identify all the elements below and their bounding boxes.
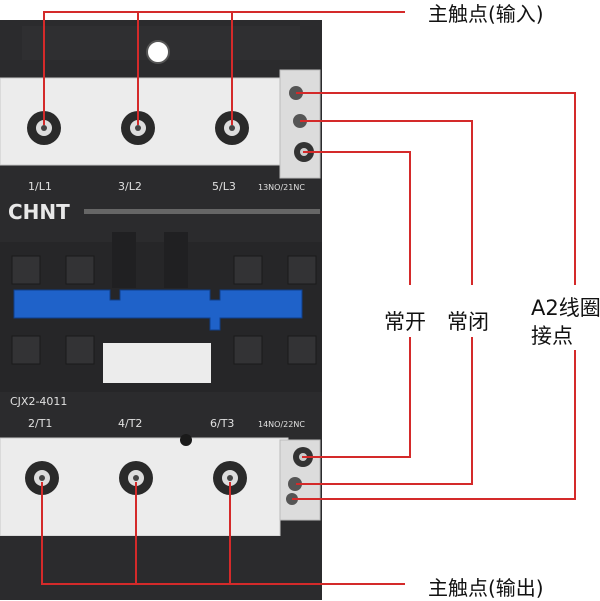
bottom-screws — [25, 447, 313, 505]
mount-hole-top — [146, 40, 170, 64]
line-input-l1 — [43, 11, 405, 125]
terminal-label-13no21nc: 13NO/21NC — [258, 183, 305, 192]
vent-grid — [11, 255, 317, 365]
line-no-top — [303, 151, 411, 285]
label-a2-contact: 接点 — [531, 324, 573, 348]
armature-slot-right — [164, 232, 188, 288]
terminal-label-4t2: 4/T2 — [118, 417, 142, 430]
brand-logo: CHNT — [8, 200, 70, 224]
terminal-label-3l2: 3/L2 — [118, 180, 142, 193]
label-normally-closed: 常闭 — [447, 310, 489, 334]
label-main-input: 主触点(输入) — [428, 2, 544, 26]
label-normally-open: 常开 — [384, 310, 426, 334]
callout-lines — [41, 11, 576, 585]
terminal-label-6t3: 6/T3 — [210, 417, 234, 430]
mount-hole-bottom — [180, 434, 192, 446]
label-main-output: 主触点(输出) — [428, 576, 544, 600]
bottom-feet — [0, 536, 322, 566]
line-nc-bottom — [296, 337, 473, 485]
terminal-label-14no22nc: 14NO/22NC — [258, 420, 305, 429]
terminal-label-5l3: 5/L3 — [212, 180, 236, 193]
terminal-label-2t1: 2/T1 — [28, 417, 52, 430]
model-number: CJX2-4011 — [10, 395, 67, 408]
label-a2-coil: A2线圈 — [531, 296, 600, 320]
line-output-t1 — [41, 482, 405, 585]
label-pad — [103, 343, 211, 383]
top-screws — [27, 86, 314, 162]
armature-slot-left — [112, 232, 136, 288]
terminal-label-1l1: 1/L1 — [28, 180, 52, 193]
line-nc-top — [300, 120, 473, 285]
line-no-bottom — [302, 337, 411, 458]
brand-stripe — [84, 209, 320, 214]
line-a2-bottom — [292, 350, 576, 500]
blue-armature — [13, 289, 303, 331]
line-a2-top — [296, 92, 576, 285]
